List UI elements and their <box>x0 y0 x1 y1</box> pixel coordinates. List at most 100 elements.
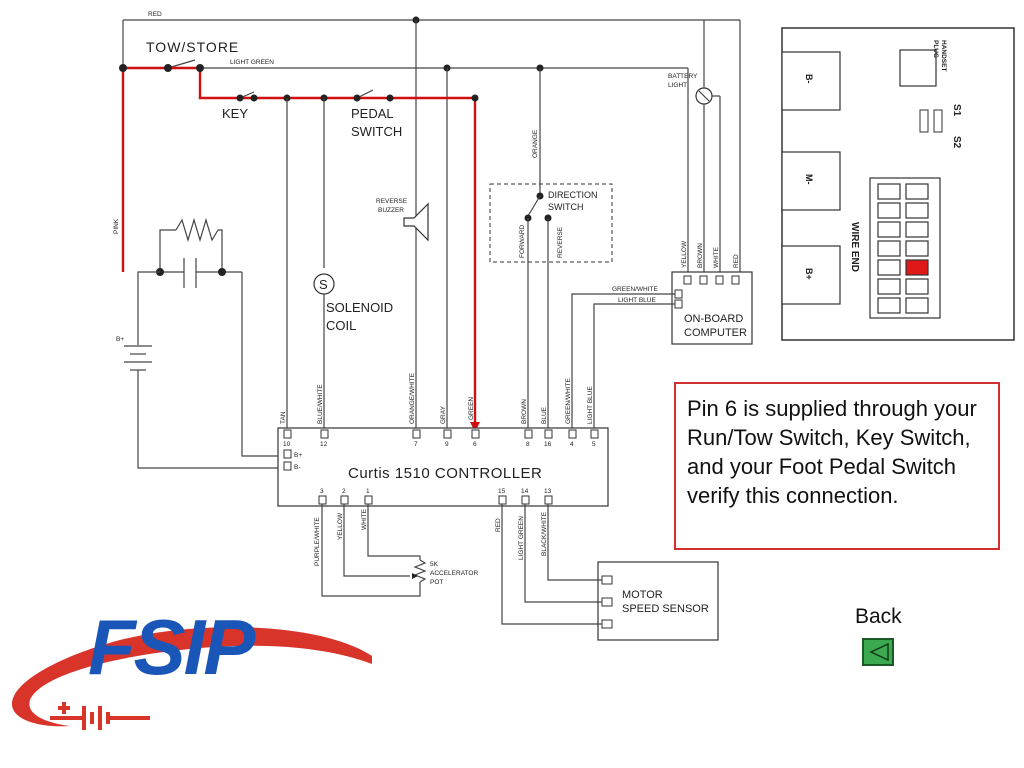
obc-label-1: ON-BOARD <box>684 313 743 325</box>
ctrl-bminus-label: B- <box>294 464 301 471</box>
controller-pin <box>283 449 292 459</box>
wire-label-light-green: LIGHT GREEN <box>230 59 274 66</box>
pin-label-10: 10 <box>283 441 291 448</box>
wire-label-red: RED <box>148 11 162 18</box>
pin-4 <box>568 429 577 439</box>
socket <box>877 183 901 200</box>
pot-label-2: ACCELERATOR <box>430 570 478 577</box>
obc-pin <box>715 275 724 285</box>
controller-label: Curtis 1510 CONTROLLER <box>348 465 542 482</box>
sensor-pin <box>601 619 613 629</box>
resistor-symbol <box>175 217 219 243</box>
direction-label-1: DIRECTION <box>548 190 598 200</box>
obc-label-2: COMPUTER <box>684 327 747 339</box>
black-white-sensor-wire <box>547 504 602 581</box>
s2-slot <box>933 109 943 133</box>
pin-label-8: 8 <box>526 441 530 448</box>
back-button[interactable] <box>862 638 894 666</box>
back-arrow-icon <box>869 642 889 662</box>
pin-label-14: 14 <box>521 488 529 495</box>
callout-text: Pin 6 is supplied through your Run/Tow S… <box>687 396 977 508</box>
socket <box>905 221 929 238</box>
wire-label-blue-white: BLUE/WHITE <box>317 384 324 424</box>
wire-label-white: WHITE <box>713 246 720 268</box>
pin-label-6: 6 <box>473 441 477 448</box>
wire-label-orange: ORANGE <box>532 129 539 158</box>
motor-label-1: MOTOR <box>622 589 663 601</box>
light-blue-obc-wire <box>593 303 675 428</box>
red-sensor-wire <box>501 504 602 625</box>
key-label: KEY <box>222 106 248 121</box>
socket <box>905 240 929 257</box>
socket <box>905 278 929 295</box>
handset-label-2: PLUG <box>932 40 939 58</box>
wire-label-green-white-ctrl: GREEN/WHITE <box>565 377 572 424</box>
handset-plug <box>899 49 937 87</box>
sensor-pin <box>601 597 613 607</box>
pin6-supply-path <box>121 66 477 424</box>
pin-label-5: 5 <box>592 441 596 448</box>
pin-label-4: 4 <box>570 441 574 448</box>
direction-switch-box <box>489 183 613 263</box>
m-minus-label: M- <box>804 174 814 185</box>
socket <box>877 240 901 257</box>
reverse-label: REVERSE <box>557 226 564 258</box>
forward-label: FORWARD <box>519 224 526 258</box>
pin-1 <box>364 495 373 505</box>
battery-plus-label: B+ <box>116 336 124 343</box>
pin-3 <box>318 495 327 505</box>
pot-label-3: POT <box>430 579 443 586</box>
pin6-arrow <box>470 422 480 432</box>
s2-label: S2 <box>951 136 962 149</box>
pin-9 <box>443 429 452 439</box>
pin-6 <box>471 429 480 439</box>
pin-label-13: 13 <box>544 488 552 495</box>
obc-pin <box>731 275 740 285</box>
light-green-sensor-wire <box>524 504 602 603</box>
pin-15 <box>498 495 507 505</box>
motor-label-2: SPEED SENSOR <box>622 603 709 615</box>
green-white-obc-wire <box>571 293 675 428</box>
obc-pin <box>674 299 683 309</box>
battery-light-label-2: LIGHT <box>668 82 687 89</box>
socket <box>877 259 901 276</box>
fsip-logo-text: FSIP <box>88 603 255 691</box>
pin-label-1: 1 <box>366 488 370 495</box>
wire-label-white-pot: WHITE <box>361 508 368 530</box>
purple-white-wire <box>321 504 421 597</box>
logo-swoosh <box>12 627 372 727</box>
pin-label-15: 15 <box>498 488 506 495</box>
socket <box>877 278 901 295</box>
wire-label-brown: BROWN <box>697 243 704 268</box>
wire-label-black-white: BLACK/WHITE <box>541 511 548 556</box>
socket <box>877 297 901 314</box>
green-white-obc-label: GREEN/WHITE <box>612 286 659 293</box>
back-label: Back <box>855 605 902 628</box>
junction-dot <box>236 94 244 102</box>
pot-wiper-arrow <box>412 573 418 579</box>
pin-16 <box>544 429 553 439</box>
pin-7 <box>412 429 421 439</box>
wire-label-pink: PINK <box>113 218 120 234</box>
wire-label-light-blue-ctrl: LIGHT BLUE <box>587 386 594 424</box>
b-plus-terminal <box>781 245 841 305</box>
wire-label-orange-white: ORANGE/WHITE <box>409 372 416 424</box>
socket-grid <box>877 183 929 314</box>
pin-12 <box>320 429 329 439</box>
battery-light-cross <box>698 90 710 102</box>
tow-store-label: TOW/STORE <box>146 39 239 55</box>
pin-13 <box>544 495 553 505</box>
pin-14 <box>521 495 530 505</box>
pin-label-3: 3 <box>320 488 324 495</box>
logo-battery-icon <box>50 702 150 730</box>
pin-label-16: 16 <box>544 441 552 448</box>
resistor-right <box>218 229 223 272</box>
controller-pin <box>283 461 292 471</box>
pin6-callout: Pin 6 is supplied through your Run/Tow S… <box>674 382 1000 550</box>
curtis-controller-box <box>277 427 609 507</box>
pin-label-7: 7 <box>414 441 418 448</box>
resistor-left <box>159 229 176 272</box>
direction-switch-blade <box>527 195 541 217</box>
junction-dot <box>471 94 479 102</box>
wire-label-purple-white: PURPLE/WHITE <box>314 517 321 566</box>
